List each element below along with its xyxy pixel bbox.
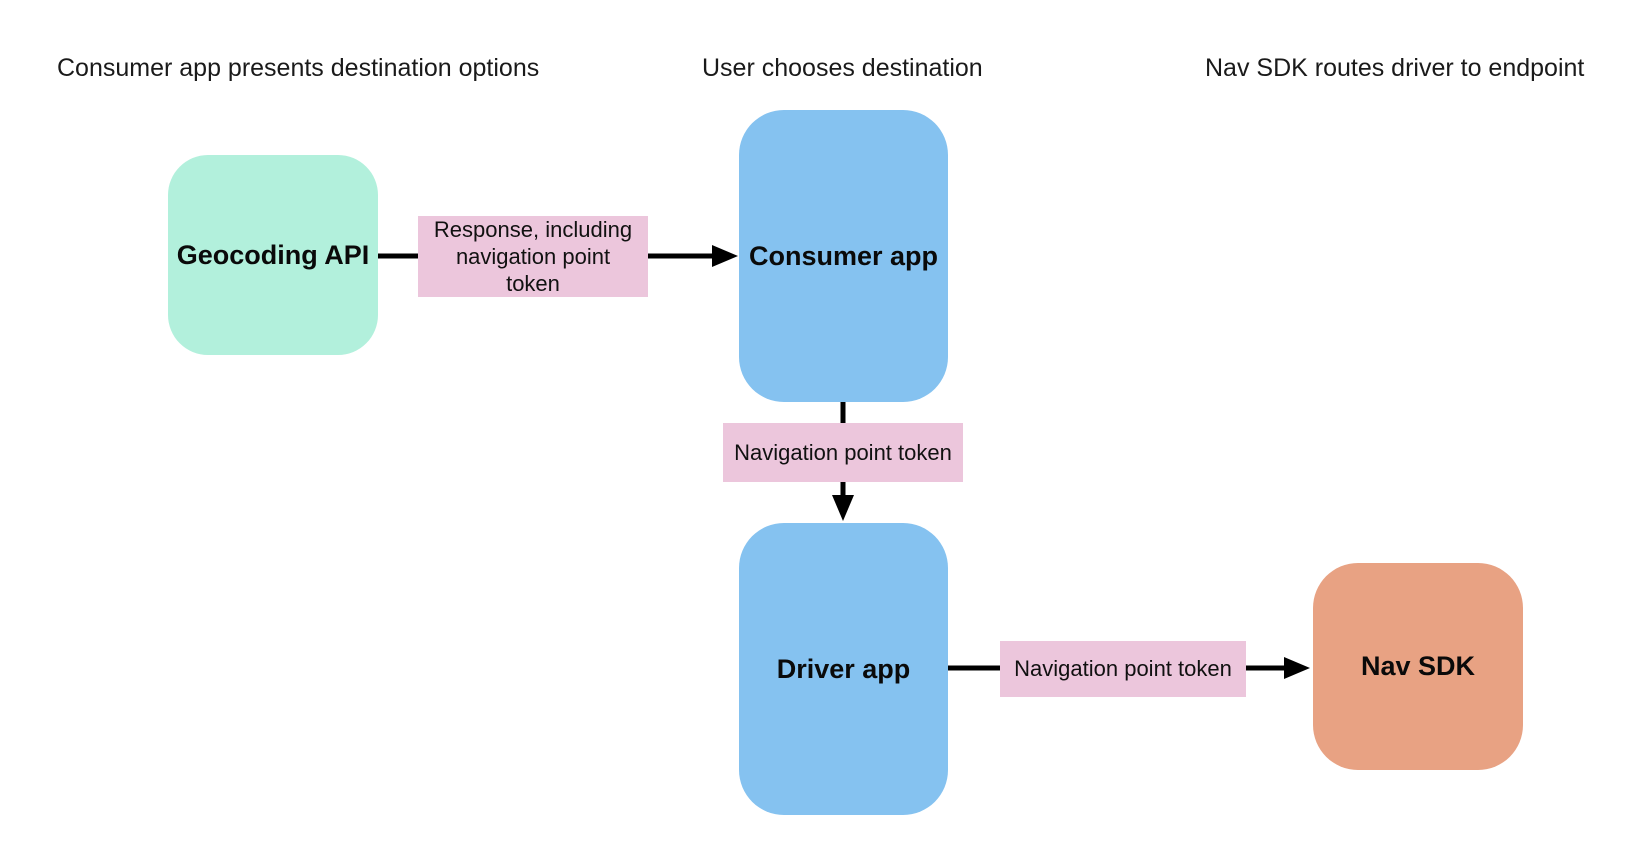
edge-label-navigation-point-token-horizontal: Navigation point token [1000, 641, 1246, 697]
edge-label-response-including-token: Response, including navigation point tok… [418, 216, 648, 297]
node-geocoding-api: Geocoding API [168, 155, 378, 355]
node-consumer-app-label: Consumer app [748, 240, 939, 271]
edge-label-navigation-point-token-vertical: Navigation point token [723, 423, 963, 482]
section-header-nav-sdk-routes: Nav SDK routes driver to endpoint [1205, 54, 1585, 82]
node-nav-sdk: Nav SDK [1313, 563, 1523, 770]
node-nav-sdk-label: Nav SDK [1360, 651, 1476, 681]
node-driver-app-label: Driver app [776, 653, 911, 684]
section-header-user-chooses: User chooses destination [702, 54, 983, 82]
node-driver-app: Driver app [739, 523, 948, 815]
section-header-consumer-presents: Consumer app presents destination option… [57, 54, 540, 82]
node-geocoding-api-label: Geocoding API [176, 239, 370, 270]
node-consumer-app: Consumer app [739, 110, 948, 402]
